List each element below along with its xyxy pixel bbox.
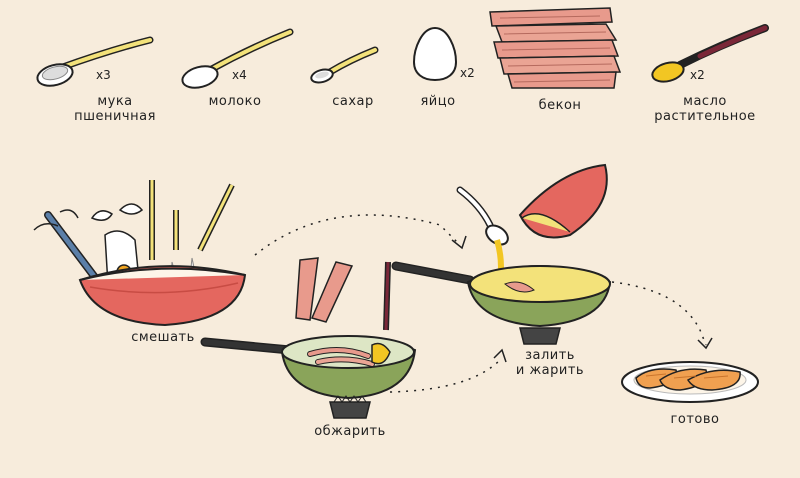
plate-pancakes-icon bbox=[621, 361, 759, 403]
frying-pan-bacon-icon bbox=[200, 257, 417, 419]
sugar-spoon-icon bbox=[310, 46, 379, 84]
flow-arrow-3 bbox=[611, 281, 707, 346]
oil-qty: x2 bbox=[690, 68, 705, 82]
milk-spoon-icon bbox=[181, 28, 294, 89]
oil-label: масло растительное bbox=[640, 94, 770, 124]
egg-icon bbox=[412, 26, 458, 82]
step-mix-label: смешать bbox=[131, 330, 195, 345]
oil-spoon-icon bbox=[651, 24, 769, 83]
flour-label-line1: мука bbox=[97, 94, 133, 109]
flour-label-line2: пшеничная bbox=[74, 109, 156, 124]
flour-qty: x3 bbox=[96, 68, 111, 82]
oil-label-line1: масло bbox=[683, 94, 727, 109]
step-done-label: готово bbox=[670, 412, 720, 427]
egg-label: яйцо bbox=[420, 94, 456, 109]
bacon-label: бекон bbox=[538, 98, 582, 113]
flour-spoon-icon bbox=[36, 36, 154, 87]
egg-qty: x2 bbox=[460, 66, 475, 80]
step-pour-label: залить и жарить bbox=[500, 348, 600, 378]
bacon-stack-icon bbox=[489, 7, 622, 89]
step-pour-line2: и жарить bbox=[515, 363, 585, 378]
milk-label: молоко bbox=[208, 94, 262, 109]
step-fry-label: обжарить bbox=[314, 424, 386, 439]
flour-label: мука пшеничная bbox=[60, 94, 170, 124]
flow-arrow-2 bbox=[389, 359, 501, 393]
sugar-label: сахар bbox=[332, 94, 374, 109]
step-pour-line1: залить bbox=[525, 348, 575, 363]
oil-label-line2: растительное bbox=[654, 109, 756, 124]
flow-arrow-1 bbox=[254, 214, 461, 256]
pour-and-fry-icon bbox=[391, 163, 612, 345]
milk-qty: x4 bbox=[232, 68, 247, 82]
mixing-bowl-icon bbox=[33, 180, 247, 327]
